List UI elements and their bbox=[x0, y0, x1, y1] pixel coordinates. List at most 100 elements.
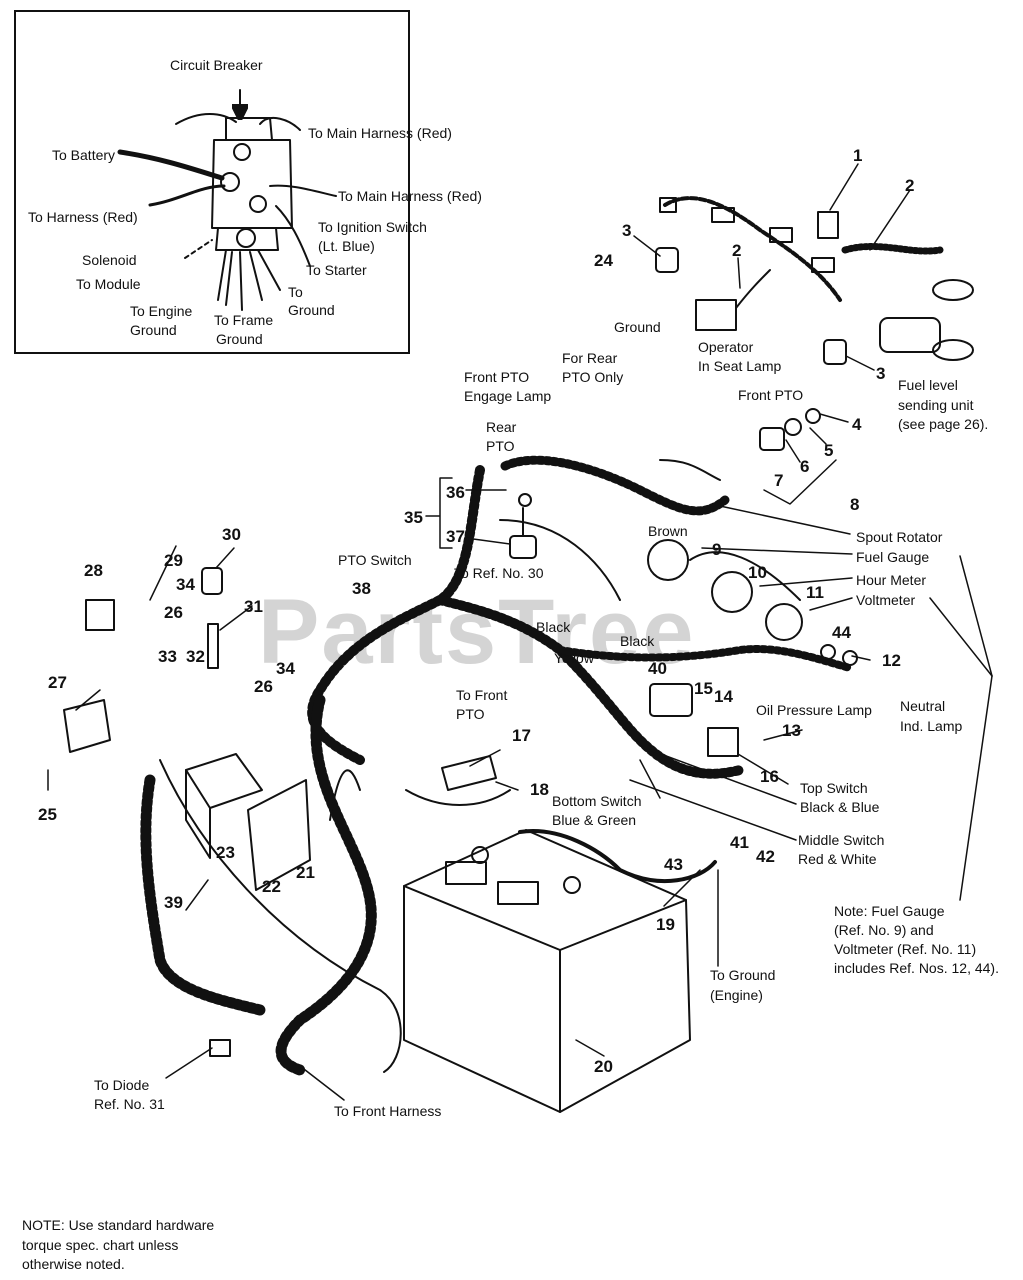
ref-number: 22 bbox=[262, 877, 281, 896]
note-hardware-line: torque spec. chart unless bbox=[22, 1237, 179, 1253]
ref-number: 43 bbox=[664, 855, 683, 874]
ref-number: 5 bbox=[824, 441, 834, 460]
callout-label: Front PTO bbox=[738, 387, 804, 403]
wiring-harness-drawing bbox=[140, 196, 944, 1076]
ref-number: 23 bbox=[216, 843, 235, 862]
inset-label: To Module bbox=[76, 276, 141, 292]
callout-label: Fuel Gauge bbox=[856, 549, 930, 565]
ref-number: 14 bbox=[714, 687, 733, 706]
ref-number: 37 bbox=[446, 527, 465, 546]
note-gauge-line: (Ref. No. 9) and bbox=[834, 922, 934, 938]
ref-number: 8 bbox=[850, 495, 860, 514]
ref-number: 27 bbox=[48, 673, 67, 692]
ref-number: 19 bbox=[656, 915, 675, 934]
ref-number: 11 bbox=[806, 583, 824, 602]
ref-number: 39 bbox=[164, 893, 183, 912]
ref-number: 3 bbox=[622, 221, 632, 240]
ref-number: 26 bbox=[164, 603, 183, 622]
inset-label: To Engine bbox=[130, 303, 193, 319]
callout-label: PTO bbox=[486, 438, 515, 454]
callout-label: PTO bbox=[456, 706, 485, 722]
solenoid-assembly-drawing bbox=[117, 89, 337, 311]
callout-label: Brown bbox=[648, 523, 688, 539]
leader-lines bbox=[47, 163, 993, 1101]
inset-label: To bbox=[288, 284, 303, 300]
ref-number: 35 bbox=[404, 508, 423, 527]
callout-label: Operator bbox=[698, 339, 754, 355]
ref-number: 3 bbox=[876, 364, 886, 383]
callout-label: Neutral bbox=[900, 698, 946, 714]
inset-label: Ground bbox=[288, 302, 335, 318]
callout-label: Black bbox=[536, 619, 571, 635]
ref-number: 7 bbox=[774, 471, 784, 490]
ref-number: 10 bbox=[748, 563, 767, 582]
callout-label: Bottom Switch bbox=[552, 793, 642, 809]
callout-label: To Ground bbox=[710, 967, 776, 983]
callout-label: Hour Meter bbox=[856, 572, 927, 588]
ref-number: 36 bbox=[446, 483, 465, 502]
callout-label: Blue & Green bbox=[552, 812, 637, 828]
inset-label: To Frame bbox=[214, 312, 274, 328]
note-gauge-line: Note: Fuel Gauge bbox=[834, 903, 945, 919]
callout-label: Fuel level bbox=[898, 377, 958, 393]
note-hardware-line: otherwise noted. bbox=[22, 1256, 125, 1272]
ref-number: 12 bbox=[882, 651, 901, 670]
inset-label: To Main Harness (Red) bbox=[338, 188, 482, 204]
callout-label: Ground bbox=[614, 319, 661, 335]
callout-label: Rear bbox=[486, 419, 517, 435]
ref-number: 2 bbox=[732, 241, 742, 260]
callout-label: In Seat Lamp bbox=[698, 358, 782, 374]
ref-number: 9 bbox=[712, 540, 722, 559]
note-hardware-line: NOTE: Use standard hardware bbox=[22, 1217, 215, 1233]
note-gauge-line: includes Ref. Nos. 12, 44). bbox=[834, 960, 999, 976]
ref-number: 34 bbox=[276, 659, 295, 678]
callout-label: For Rear bbox=[562, 350, 618, 366]
callout-label: Black & Blue bbox=[800, 799, 880, 815]
watermark: PartsTree bbox=[258, 581, 696, 683]
inset-label: To Main Harness (Red) bbox=[308, 125, 452, 141]
inset-label: Ground bbox=[130, 322, 177, 338]
solenoid-inset-box bbox=[14, 10, 410, 354]
inset-label: To Starter bbox=[306, 262, 367, 278]
callout-label: (Engine) bbox=[710, 987, 763, 1003]
callout-label: sending unit bbox=[898, 397, 974, 413]
callout-label: Black bbox=[620, 633, 655, 649]
callout-label: PTO Switch bbox=[338, 552, 412, 568]
ref-number: 21 bbox=[296, 863, 315, 882]
inset-label: Ground bbox=[216, 331, 263, 347]
ref-number: 32 bbox=[186, 647, 205, 666]
callout-label: Top Switch bbox=[800, 780, 868, 796]
callout-label: To Ref. No. 30 bbox=[454, 565, 544, 581]
callout-label: Ind. Lamp bbox=[900, 718, 963, 734]
ref-number: 26 bbox=[254, 677, 273, 696]
ref-number: 30 bbox=[222, 525, 241, 544]
inset-label: To Harness (Red) bbox=[28, 209, 138, 225]
inset-label: (Lt. Blue) bbox=[318, 238, 375, 254]
ref-number: 44 bbox=[832, 623, 851, 642]
note-gauge-line: Voltmeter (Ref. No. 11) bbox=[834, 941, 977, 957]
callout-label: To Front bbox=[456, 687, 508, 703]
callout-label: (see page 26). bbox=[898, 416, 989, 432]
ref-number: 25 bbox=[38, 805, 57, 824]
ref-number: 24 bbox=[594, 251, 613, 270]
components-drawing bbox=[63, 247, 974, 1113]
callout-label: Spout Rotator bbox=[856, 529, 943, 545]
ref-number: 34 bbox=[176, 575, 195, 594]
callout-label: Voltmeter bbox=[856, 592, 916, 608]
inset-label: To Battery bbox=[52, 147, 116, 163]
ref-number: 2 bbox=[905, 176, 915, 195]
callout-label: Red & White bbox=[798, 851, 877, 867]
callout-label: Engage Lamp bbox=[464, 388, 552, 404]
ref-number: 28 bbox=[84, 561, 103, 580]
ref-number: 29 bbox=[164, 551, 183, 570]
callout-label: PTO Only bbox=[562, 369, 624, 385]
ref-number: 20 bbox=[594, 1057, 613, 1076]
callout-label: Yellow bbox=[554, 650, 594, 666]
callout-label: To Diode bbox=[94, 1077, 150, 1093]
ref-number: 4 bbox=[852, 415, 862, 434]
ref-number: 16 bbox=[760, 767, 779, 786]
inset-label: To Ignition Switch bbox=[318, 219, 427, 235]
ref-number: 40 bbox=[648, 659, 667, 678]
